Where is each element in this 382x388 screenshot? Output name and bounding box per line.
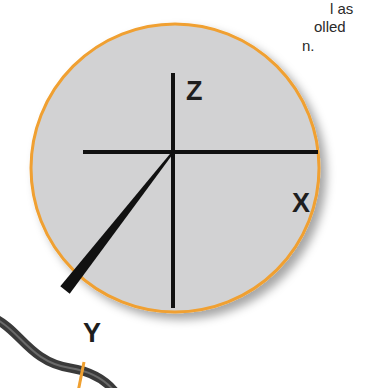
leader-line	[78, 362, 84, 388]
zoom-circle	[31, 24, 319, 312]
x-axis-line	[83, 150, 318, 154]
axis-label: Z	[186, 78, 203, 105]
page-text-fragment: olled	[314, 18, 346, 36]
z-axis-line	[171, 73, 175, 308]
dark-cable	[0, 318, 118, 388]
cable-highlight	[0, 318, 118, 388]
axes	[60, 73, 318, 308]
circle-outline	[29, 22, 321, 314]
page-text-fragment: l as	[330, 0, 353, 18]
page-text-fragment: n.	[302, 37, 315, 55]
axis-label: X	[292, 190, 310, 217]
axis-circle: ZXY	[29, 22, 321, 314]
y-axis-wedge	[60, 151, 174, 293]
axis-label: Y	[83, 320, 101, 347]
